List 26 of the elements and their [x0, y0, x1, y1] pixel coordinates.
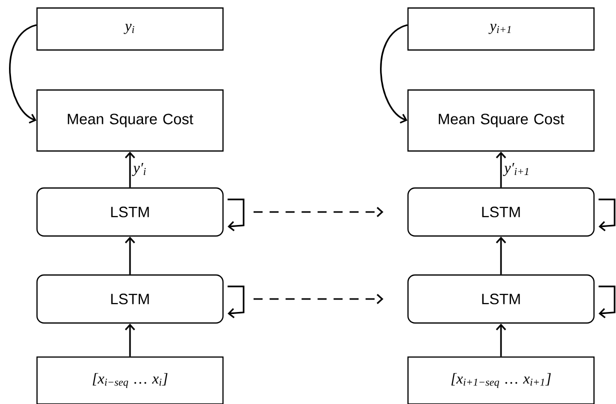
- lstm-box: LSTM: [407, 274, 595, 324]
- cost-box: Mean Square Cost: [407, 89, 595, 152]
- input-box: [x$_{i+1−seq}$ … x$_{i+1}$]: [407, 356, 595, 404]
- loop-arrow: [598, 286, 616, 318]
- lstm-box: LSTM: [36, 187, 224, 237]
- edge-label: y′$_{i+1}$: [502, 162, 531, 178]
- curved-arrow: [9, 24, 37, 124]
- curved-arrow: [380, 24, 408, 124]
- output-box: y$_{i}$: [36, 7, 224, 51]
- cost-box: Mean Square Cost: [36, 89, 224, 152]
- dashed-arrow: [254, 294, 384, 304]
- loop-arrow: [228, 198, 244, 232]
- loop-arrow: [598, 198, 616, 232]
- output-box: y$_{i+1}$: [407, 7, 595, 51]
- edge-label: y′$_{i}$: [132, 162, 148, 178]
- arrow: [496, 236, 506, 274]
- lstm-box: LSTM: [36, 274, 224, 324]
- arrow: [124, 236, 136, 274]
- loop-arrow: [228, 286, 244, 318]
- dashed-arrow: [254, 206, 384, 218]
- arrow: [124, 152, 136, 188]
- arrow: [496, 324, 506, 356]
- arrow: [496, 152, 506, 188]
- input-box: [x$_{i−seq}$ … x$_{i}$]: [36, 356, 224, 404]
- lstm-box: LSTM: [407, 187, 595, 237]
- arrow: [124, 324, 136, 356]
